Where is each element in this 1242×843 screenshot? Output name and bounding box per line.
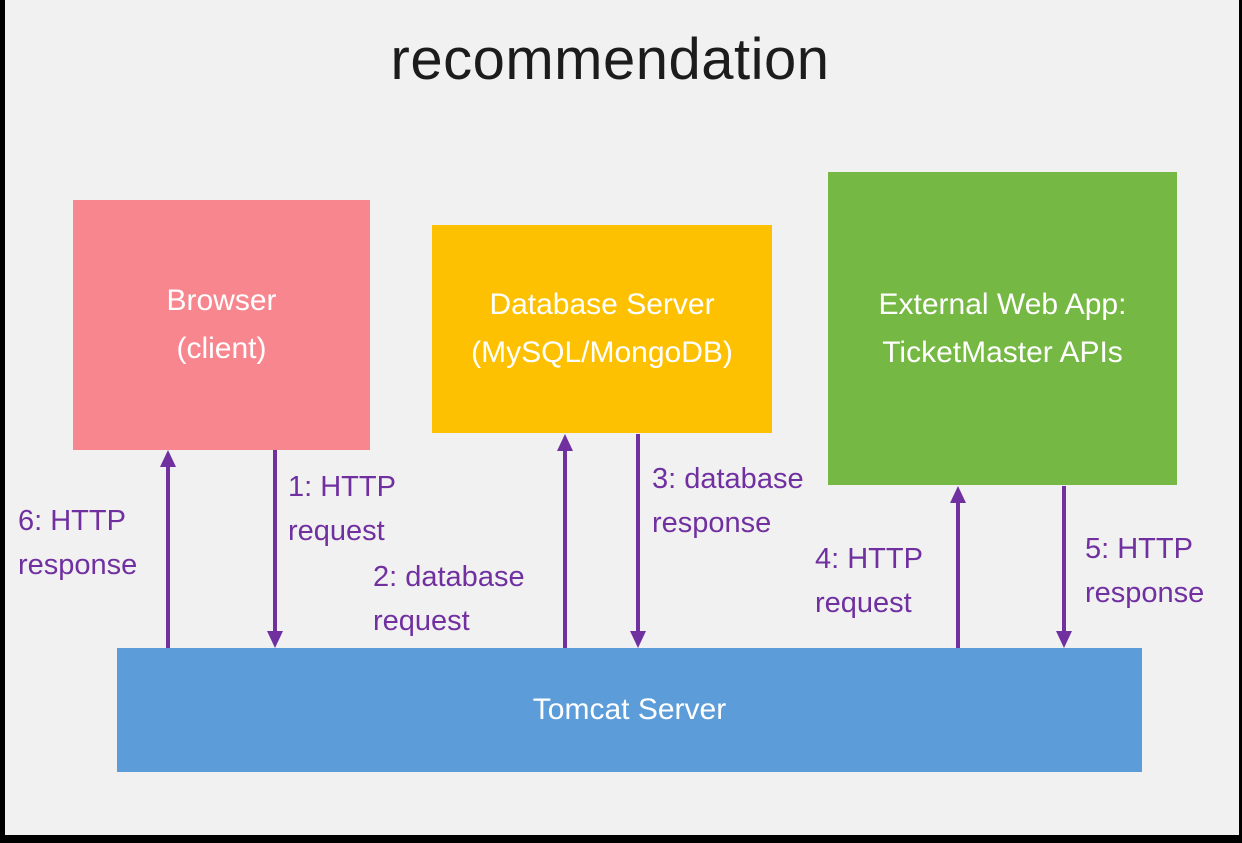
arrowhead-down-icon bbox=[1056, 631, 1072, 648]
arrow-3-database-response bbox=[630, 434, 646, 648]
flow-label-line2: request bbox=[373, 604, 470, 637]
flow-label-6-http-response: 6: HTTP response bbox=[18, 500, 137, 587]
arrow-line bbox=[1062, 486, 1066, 633]
box-external-label-line2: TicketMaster APIs bbox=[882, 335, 1123, 369]
arrow-line bbox=[636, 434, 640, 633]
box-database-server: Database Server (MySQL/MongoDB) bbox=[432, 225, 772, 433]
box-browser-label-line2: (client) bbox=[176, 332, 267, 365]
arrowhead-down-icon bbox=[630, 631, 646, 648]
arrow-line bbox=[956, 501, 960, 648]
flow-label-line1: 4: HTTP bbox=[815, 543, 923, 575]
box-database-label-line2: (MySQL/MongoDB) bbox=[471, 336, 733, 369]
arrow-2-database-request bbox=[557, 434, 573, 648]
flow-label-line2: request bbox=[815, 586, 912, 619]
arrow-1-http-request bbox=[267, 450, 283, 648]
flow-label-3-database-response: 3: database response bbox=[652, 458, 804, 545]
box-tomcat-label: Tomcat Server bbox=[532, 693, 727, 726]
arrow-4-http-request bbox=[950, 486, 966, 648]
slide-canvas: recommendation Browser (client) Database… bbox=[5, 0, 1239, 835]
flow-label-line1: 6: HTTP bbox=[18, 505, 126, 537]
flow-label-line1: 3: database bbox=[652, 463, 804, 495]
box-external-label-line1: External Web App: bbox=[878, 287, 1127, 321]
arrowhead-down-icon bbox=[267, 631, 283, 648]
box-browser-client: Browser (client) bbox=[73, 200, 370, 450]
arrow-6-http-response bbox=[160, 450, 176, 648]
box-external-web-app: External Web App: TicketMaster APIs bbox=[828, 172, 1177, 485]
arrow-line bbox=[563, 449, 567, 648]
box-database-label-line1: Database Server bbox=[489, 288, 715, 321]
arrowhead-up-icon bbox=[557, 434, 573, 451]
arrow-line bbox=[273, 450, 277, 633]
flow-label-2-database-request: 2: database request bbox=[373, 556, 525, 643]
arrowhead-up-icon bbox=[160, 450, 176, 467]
flow-label-line2: response bbox=[1085, 576, 1205, 609]
flow-label-line1: 2: database bbox=[373, 561, 525, 593]
diagram-title: recommendation bbox=[390, 27, 830, 92]
flow-label-line2: request bbox=[288, 514, 385, 547]
flow-label-4-http-request: 4: HTTP request bbox=[815, 538, 923, 625]
arrowhead-up-icon bbox=[950, 486, 966, 503]
flow-label-line1: 1: HTTP bbox=[288, 471, 396, 503]
arrow-line bbox=[166, 465, 170, 648]
box-browser-label-line1: Browser bbox=[166, 284, 277, 317]
flow-label-1-http-request: 1: HTTP request bbox=[288, 466, 396, 553]
flow-label-5-http-response: 5: HTTP response bbox=[1085, 528, 1204, 615]
arrow-5-http-response bbox=[1056, 486, 1072, 648]
flow-label-line1: 5: HTTP bbox=[1085, 533, 1193, 565]
flow-label-line2: response bbox=[652, 506, 772, 539]
box-tomcat-server: Tomcat Server bbox=[117, 648, 1142, 772]
flow-label-line2: response bbox=[18, 548, 138, 581]
